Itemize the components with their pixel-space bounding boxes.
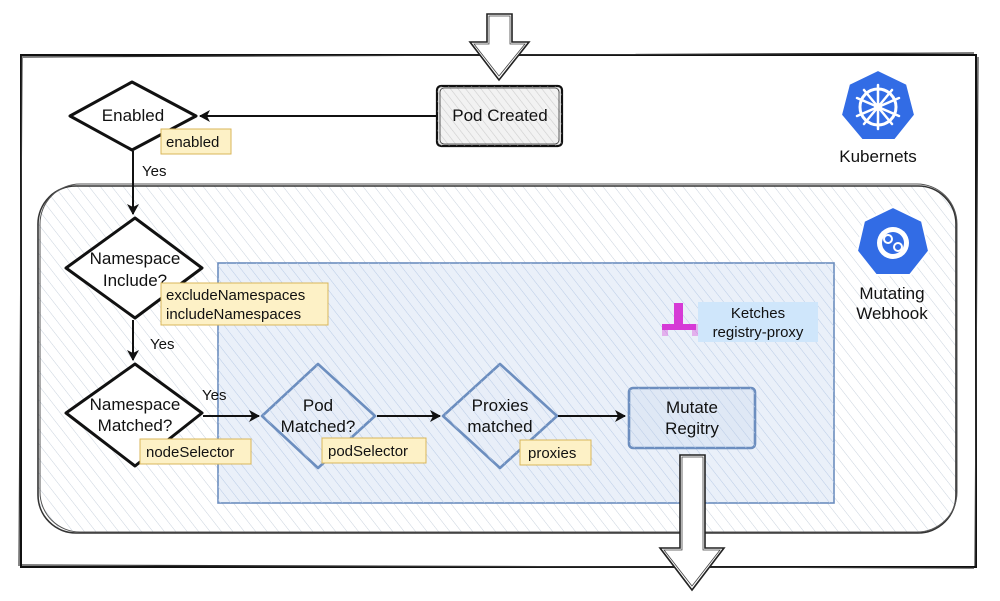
tag-enabled: enabled: [160, 128, 232, 155]
kubernetes-webhook-icon: [855, 205, 931, 276]
namespace-matched-decision: Namespace Matched?: [64, 362, 204, 468]
tag-proxies-text: proxies: [528, 445, 576, 462]
kubernetes-label: Kubernets: [839, 147, 917, 166]
pod-matched-label-line2: Matched?: [281, 417, 356, 436]
webhook-label-line2: Webhook: [856, 304, 928, 323]
namespace-matched-label-line1: Namespace: [90, 395, 181, 414]
enabled-decision: Enabled: [68, 80, 198, 152]
kubernetes-helm-wheel-icon: [839, 68, 917, 141]
namespace-matched-label-line2: Matched?: [98, 416, 173, 435]
mutate-registry-label-line2: Regitry: [665, 419, 719, 438]
pod-matched-decision: Pod Matched?: [260, 362, 377, 470]
mutating-webhook-frame-sketch: [39, 183, 958, 533]
tag-pod-selector-text: podSelector: [328, 443, 408, 460]
pod-created-node: Pod Created: [435, 84, 564, 148]
tag-node-selector: nodeSelector: [139, 438, 252, 465]
ketches-tee-icon: [662, 303, 698, 336]
enabled-label: Enabled: [102, 106, 164, 125]
edge-label-yes-matched: Yes: [202, 387, 226, 404]
pod-created-label: Pod Created: [452, 106, 547, 125]
proxies-matched-label-line2: matched: [467, 417, 532, 436]
pod-matched-label-line1: Pod: [303, 396, 333, 415]
ketches-label-line2: registry-proxy: [713, 324, 804, 341]
mutate-registry-label-line1: Mutate: [666, 398, 718, 417]
namespace-include-label-line1: Namespace: [90, 249, 181, 268]
incoming-hollow-arrow: [468, 13, 531, 82]
tag-include-namespaces-text: includeNamespaces: [166, 306, 301, 323]
tag-enabled-text: enabled: [166, 134, 219, 151]
mutate-registry-node: Mutate Regitry: [627, 386, 757, 450]
ketches-label-background: [698, 302, 818, 342]
tag-pod-selector: podSelector: [321, 437, 427, 464]
tag-namespaces: excludeNamespaces includeNamespaces: [160, 282, 329, 326]
ketches-label-line1: Ketches: [731, 305, 785, 322]
namespace-include-label-line2: Include?: [103, 271, 167, 290]
webhook-label-line1: Mutating: [859, 284, 924, 303]
tag-proxies: proxies: [519, 439, 592, 466]
edge-label-yes-enabled: Yes: [142, 163, 166, 180]
edge-label-yes-include: Yes: [150, 336, 174, 353]
outgoing-hollow-arrow: [658, 454, 726, 592]
proxies-matched-label-line1: Proxies: [472, 396, 529, 415]
tag-exclude-namespaces-text: excludeNamespaces: [166, 287, 305, 304]
tag-node-selector-text: nodeSelector: [146, 444, 234, 461]
